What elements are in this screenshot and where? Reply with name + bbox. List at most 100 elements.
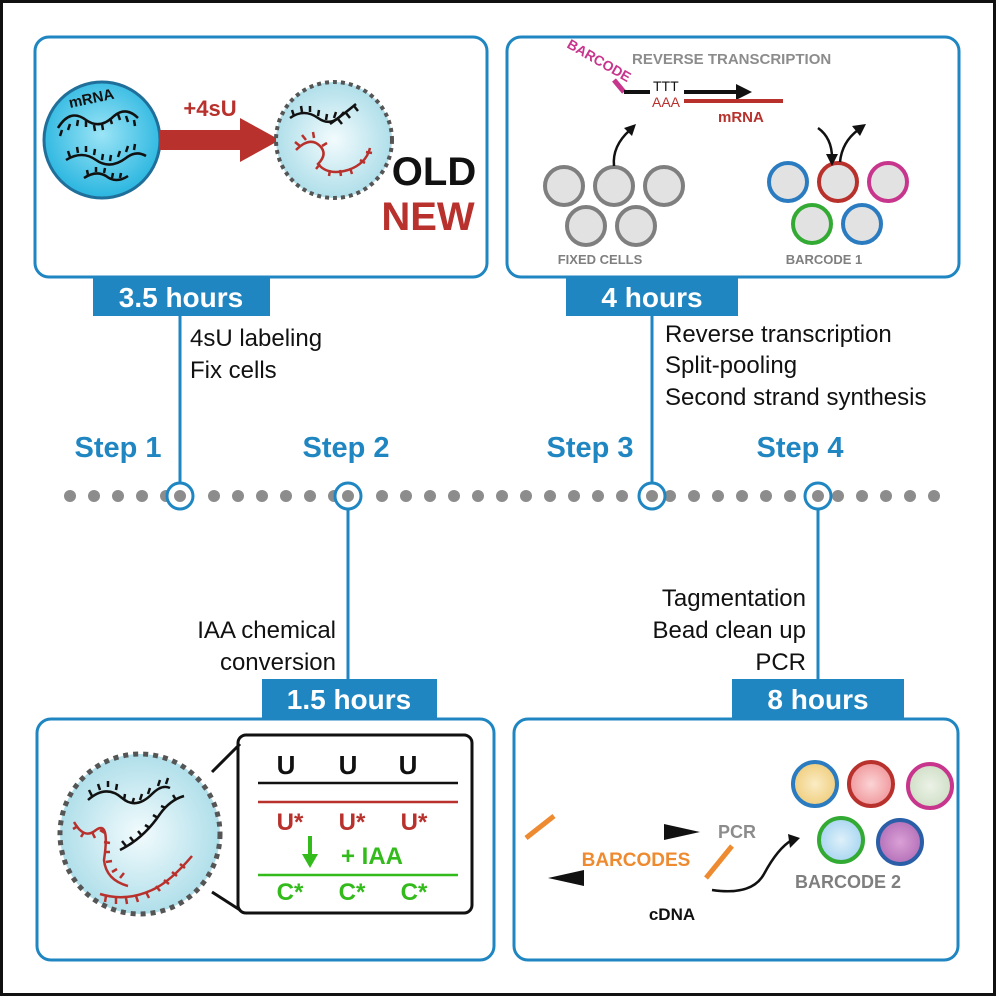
iaa-arrow-head <box>302 854 318 868</box>
u-label-2: U <box>339 750 358 780</box>
step1-label: Step 1 <box>74 432 161 464</box>
timeline-dot <box>88 490 100 502</box>
step3-task-2: Split-pooling <box>665 352 797 379</box>
u-star-label-3: U* <box>401 809 428 836</box>
barcode1-in-arrowhead <box>826 154 838 166</box>
timeline-dot <box>496 490 508 502</box>
timeline-dot <box>688 490 700 502</box>
old-label: OLD <box>392 150 476 194</box>
step2-task-1: IAA chemical <box>197 617 336 644</box>
step4-duration: 8 hours <box>767 684 868 715</box>
step2-label: Step 2 <box>302 432 389 464</box>
mrna-strands-new <box>289 103 373 177</box>
step4-marker <box>803 481 833 511</box>
step2-task-2: conversion <box>220 649 336 676</box>
aaa-label: AAA <box>652 94 681 110</box>
pooling-arrow <box>711 838 793 893</box>
barcode1-out-arrow <box>838 129 859 163</box>
ttt-label: TTT <box>653 78 679 94</box>
timeline-dot <box>448 490 460 502</box>
new-label: NEW <box>381 195 475 239</box>
step1-marker <box>165 481 195 511</box>
cdna-label: cDNA <box>649 905 695 924</box>
step3-task-3: Second strand synthesis <box>665 384 926 411</box>
barcodes-label: BARCODES <box>582 850 691 871</box>
rt-mrna-label: mRNA <box>718 109 764 126</box>
timeline-dot <box>712 490 724 502</box>
iaa-label: + IAA <box>341 843 403 870</box>
panel-step3: REVERSE TRANSCRIPTION BARCODE TTT AAA mR… <box>505 35 961 279</box>
step2-marker <box>333 481 363 511</box>
timeline-dot <box>400 490 412 502</box>
step4-task-1: Tagmentation <box>662 585 806 612</box>
barcode1-out-arrowhead <box>852 124 866 136</box>
step2-duration-tab: 1.5 hours <box>262 679 437 719</box>
rt-arrow-head <box>736 84 752 100</box>
timeline-dot <box>568 490 580 502</box>
callout-line-bottom <box>211 890 241 912</box>
step3-marker <box>637 481 667 511</box>
step4-label: Step 4 <box>756 432 843 464</box>
barcode-segment <box>612 78 626 94</box>
timeline-dot <box>304 490 316 502</box>
panel-step4: PCR BARCODES cDNA BARCODE 2 <box>512 717 960 962</box>
barcode1-label: BARCODE 1 <box>786 252 863 267</box>
timeline-dot <box>208 490 220 502</box>
timeline-dot <box>376 490 388 502</box>
bottom-barcode-adapter <box>704 844 734 880</box>
timeline-dot <box>280 490 292 502</box>
pooling-arrowhead <box>788 834 800 848</box>
timeline-dot <box>472 490 484 502</box>
fixed-cell-out-arrow <box>612 129 631 167</box>
cell-after-labeling <box>274 80 394 200</box>
step1-duration-tab: 3.5 hours <box>93 278 270 316</box>
bottom-strand-arrowhead <box>548 870 584 886</box>
timeline-dot <box>856 490 868 502</box>
step1-task-2: Fix cells <box>190 357 277 384</box>
step1-duration: 3.5 hours <box>119 282 243 313</box>
fixed-cell-out-arrowhead <box>624 124 636 136</box>
converted-cell-strands <box>72 777 193 905</box>
timeline-dot <box>616 490 628 502</box>
timeline-dot <box>784 490 796 502</box>
timeline-dot <box>232 490 244 502</box>
step4-task-2: Bead clean up <box>653 617 806 644</box>
timeline-dot <box>544 490 556 502</box>
timeline-dot <box>736 490 748 502</box>
fixed-cells-group <box>543 165 685 247</box>
timeline-dot <box>904 490 916 502</box>
barcode2-label: BARCODE 2 <box>795 872 901 892</box>
pcr-label: PCR <box>718 822 756 842</box>
u-star-label-2: U* <box>339 809 366 836</box>
top-barcode-adapter <box>524 814 556 840</box>
4su-label: +4sU <box>183 96 236 121</box>
panel-step1: mRNA +4sU OLD NEW <box>33 35 489 279</box>
u-star-label-1: U* <box>277 809 304 836</box>
panel-step2: U U U U* U* U* + IAA C* C* C* <box>35 717 496 962</box>
timeline-dot <box>592 490 604 502</box>
step4-duration-tab: 8 hours <box>732 679 904 719</box>
timeline-dot <box>256 490 268 502</box>
step2-duration: 1.5 hours <box>287 684 411 715</box>
fixed-cells-label: FIXED CELLS <box>558 252 643 267</box>
timeline-dot <box>664 490 676 502</box>
labeling-arrow-shaft <box>160 130 242 150</box>
callout-line-top <box>210 742 242 774</box>
u-label-1: U <box>277 750 296 780</box>
barcode1-cells-group <box>767 161 909 245</box>
step1-task-1: 4sU labeling <box>190 325 322 352</box>
panel-step4-box <box>512 717 960 962</box>
timeline-dot <box>136 490 148 502</box>
step3-duration-tab: 4 hours <box>566 278 738 316</box>
barcode2-cells-group <box>791 760 954 866</box>
step3-duration: 4 hours <box>601 282 702 313</box>
timeline-dot <box>928 490 940 502</box>
timeline-dot <box>880 490 892 502</box>
timeline-dot <box>832 490 844 502</box>
u-label-3: U <box>399 750 418 780</box>
top-strand-arrowhead <box>664 824 700 840</box>
step4-task-3: PCR <box>755 649 806 676</box>
timeline-dot <box>760 490 772 502</box>
